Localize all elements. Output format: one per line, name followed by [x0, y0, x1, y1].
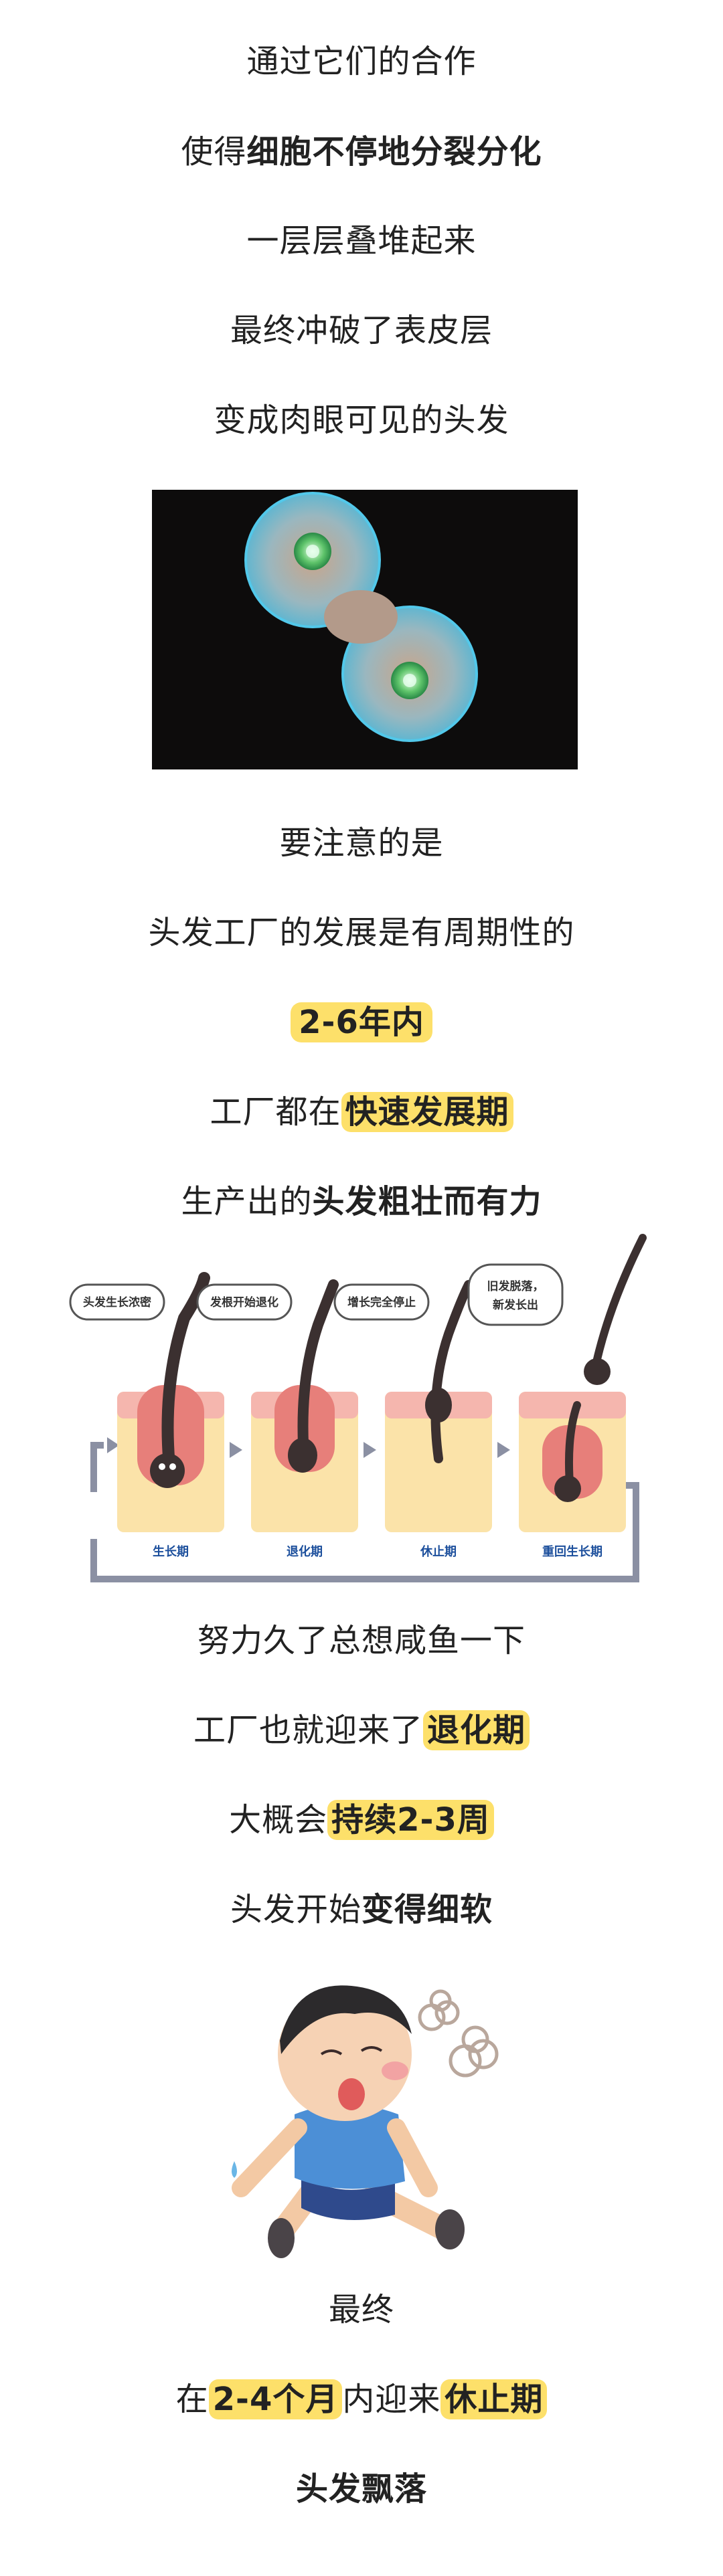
tired-boy-drawing [232, 1985, 499, 2258]
text-line: 头发工厂的发展是有周期性的 [148, 914, 575, 951]
text-line: 头发开始变得细软 [230, 1891, 493, 1928]
bubble-label: 头发生长浓密 [83, 1295, 151, 1309]
hair-cycle-diagram: 头发生长浓密 发根开始退化 增长完全停止 旧发脱落， 新发长出 生长期 退化期 … [67, 1224, 656, 1599]
stage-label: 重回生长期 [542, 1544, 602, 1559]
bold-phrase: 头发粗壮而有力 [312, 1183, 542, 1220]
stage-2-skin [251, 1279, 358, 1532]
bubble-label: 增长完全停止 [347, 1295, 416, 1309]
stage-label: 休止期 [420, 1544, 457, 1559]
stage-1-skin [117, 1272, 224, 1532]
text-line: 最终冲破了表皮层 [230, 312, 493, 349]
stage-label: 退化期 [287, 1544, 323, 1559]
bubble-label: 旧发脱落， [487, 1279, 544, 1293]
bold-phrase: 头发飘落 [295, 2470, 427, 2508]
text-line: 生产出的头发粗壮而有力 [181, 1183, 542, 1220]
bold-phrase: 变得细软 [362, 1891, 493, 1928]
text-line: 工厂都在快速发展期 [0, 1091, 723, 1133]
highlight-badge: 退化期 [423, 1710, 530, 1750]
text-line: 变成肉眼可见的头发 [214, 401, 509, 439]
text-line: 大概会持续2-3周 [0, 1799, 723, 1841]
text-line: 工厂也就迎来了退化期 [0, 1709, 723, 1752]
stage-3-skin [385, 1280, 492, 1532]
highlight-badge: 2-4个月 [208, 2379, 343, 2419]
text-line: 一层层叠堆起来 [246, 222, 477, 260]
stage-4-skin [519, 1234, 647, 1532]
bold-phrase: 细胞不停地分裂分化 [246, 133, 542, 171]
bubble-label: 发根开始退化 [210, 1295, 278, 1309]
text-line: 使得细胞不停地分裂分化 [181, 133, 542, 171]
stage-label: 生长期 [153, 1544, 189, 1559]
text-line: 通过它们的合作 [246, 43, 477, 80]
bubble-label: 新发长出 [493, 1298, 538, 1312]
text-line: 要注意的是 [279, 824, 444, 862]
highlight-badge: 休止期 [440, 2379, 548, 2419]
highlight-badge: 持续2-3周 [327, 1800, 494, 1840]
tired-boy-illustration [201, 1960, 522, 2275]
text-line: 努力久了总想咸鱼一下 [197, 1622, 526, 1659]
dividing-cell-illustration [152, 490, 578, 769]
highlight-badge: 2-6年内 [291, 1002, 432, 1042]
cell-division-image [152, 490, 578, 769]
text-line: 最终 [328, 2291, 394, 2328]
hair-cycle-illustration: 头发生长浓密 发根开始退化 增长完全停止 旧发脱落， 新发长出 生长期 退化期 … [69, 1234, 647, 1582]
text-line: 头发飘落 [0, 2468, 723, 2510]
text-line: 2-6年内 [0, 1001, 723, 1044]
highlight-badge: 快速发展期 [341, 1092, 513, 1132]
